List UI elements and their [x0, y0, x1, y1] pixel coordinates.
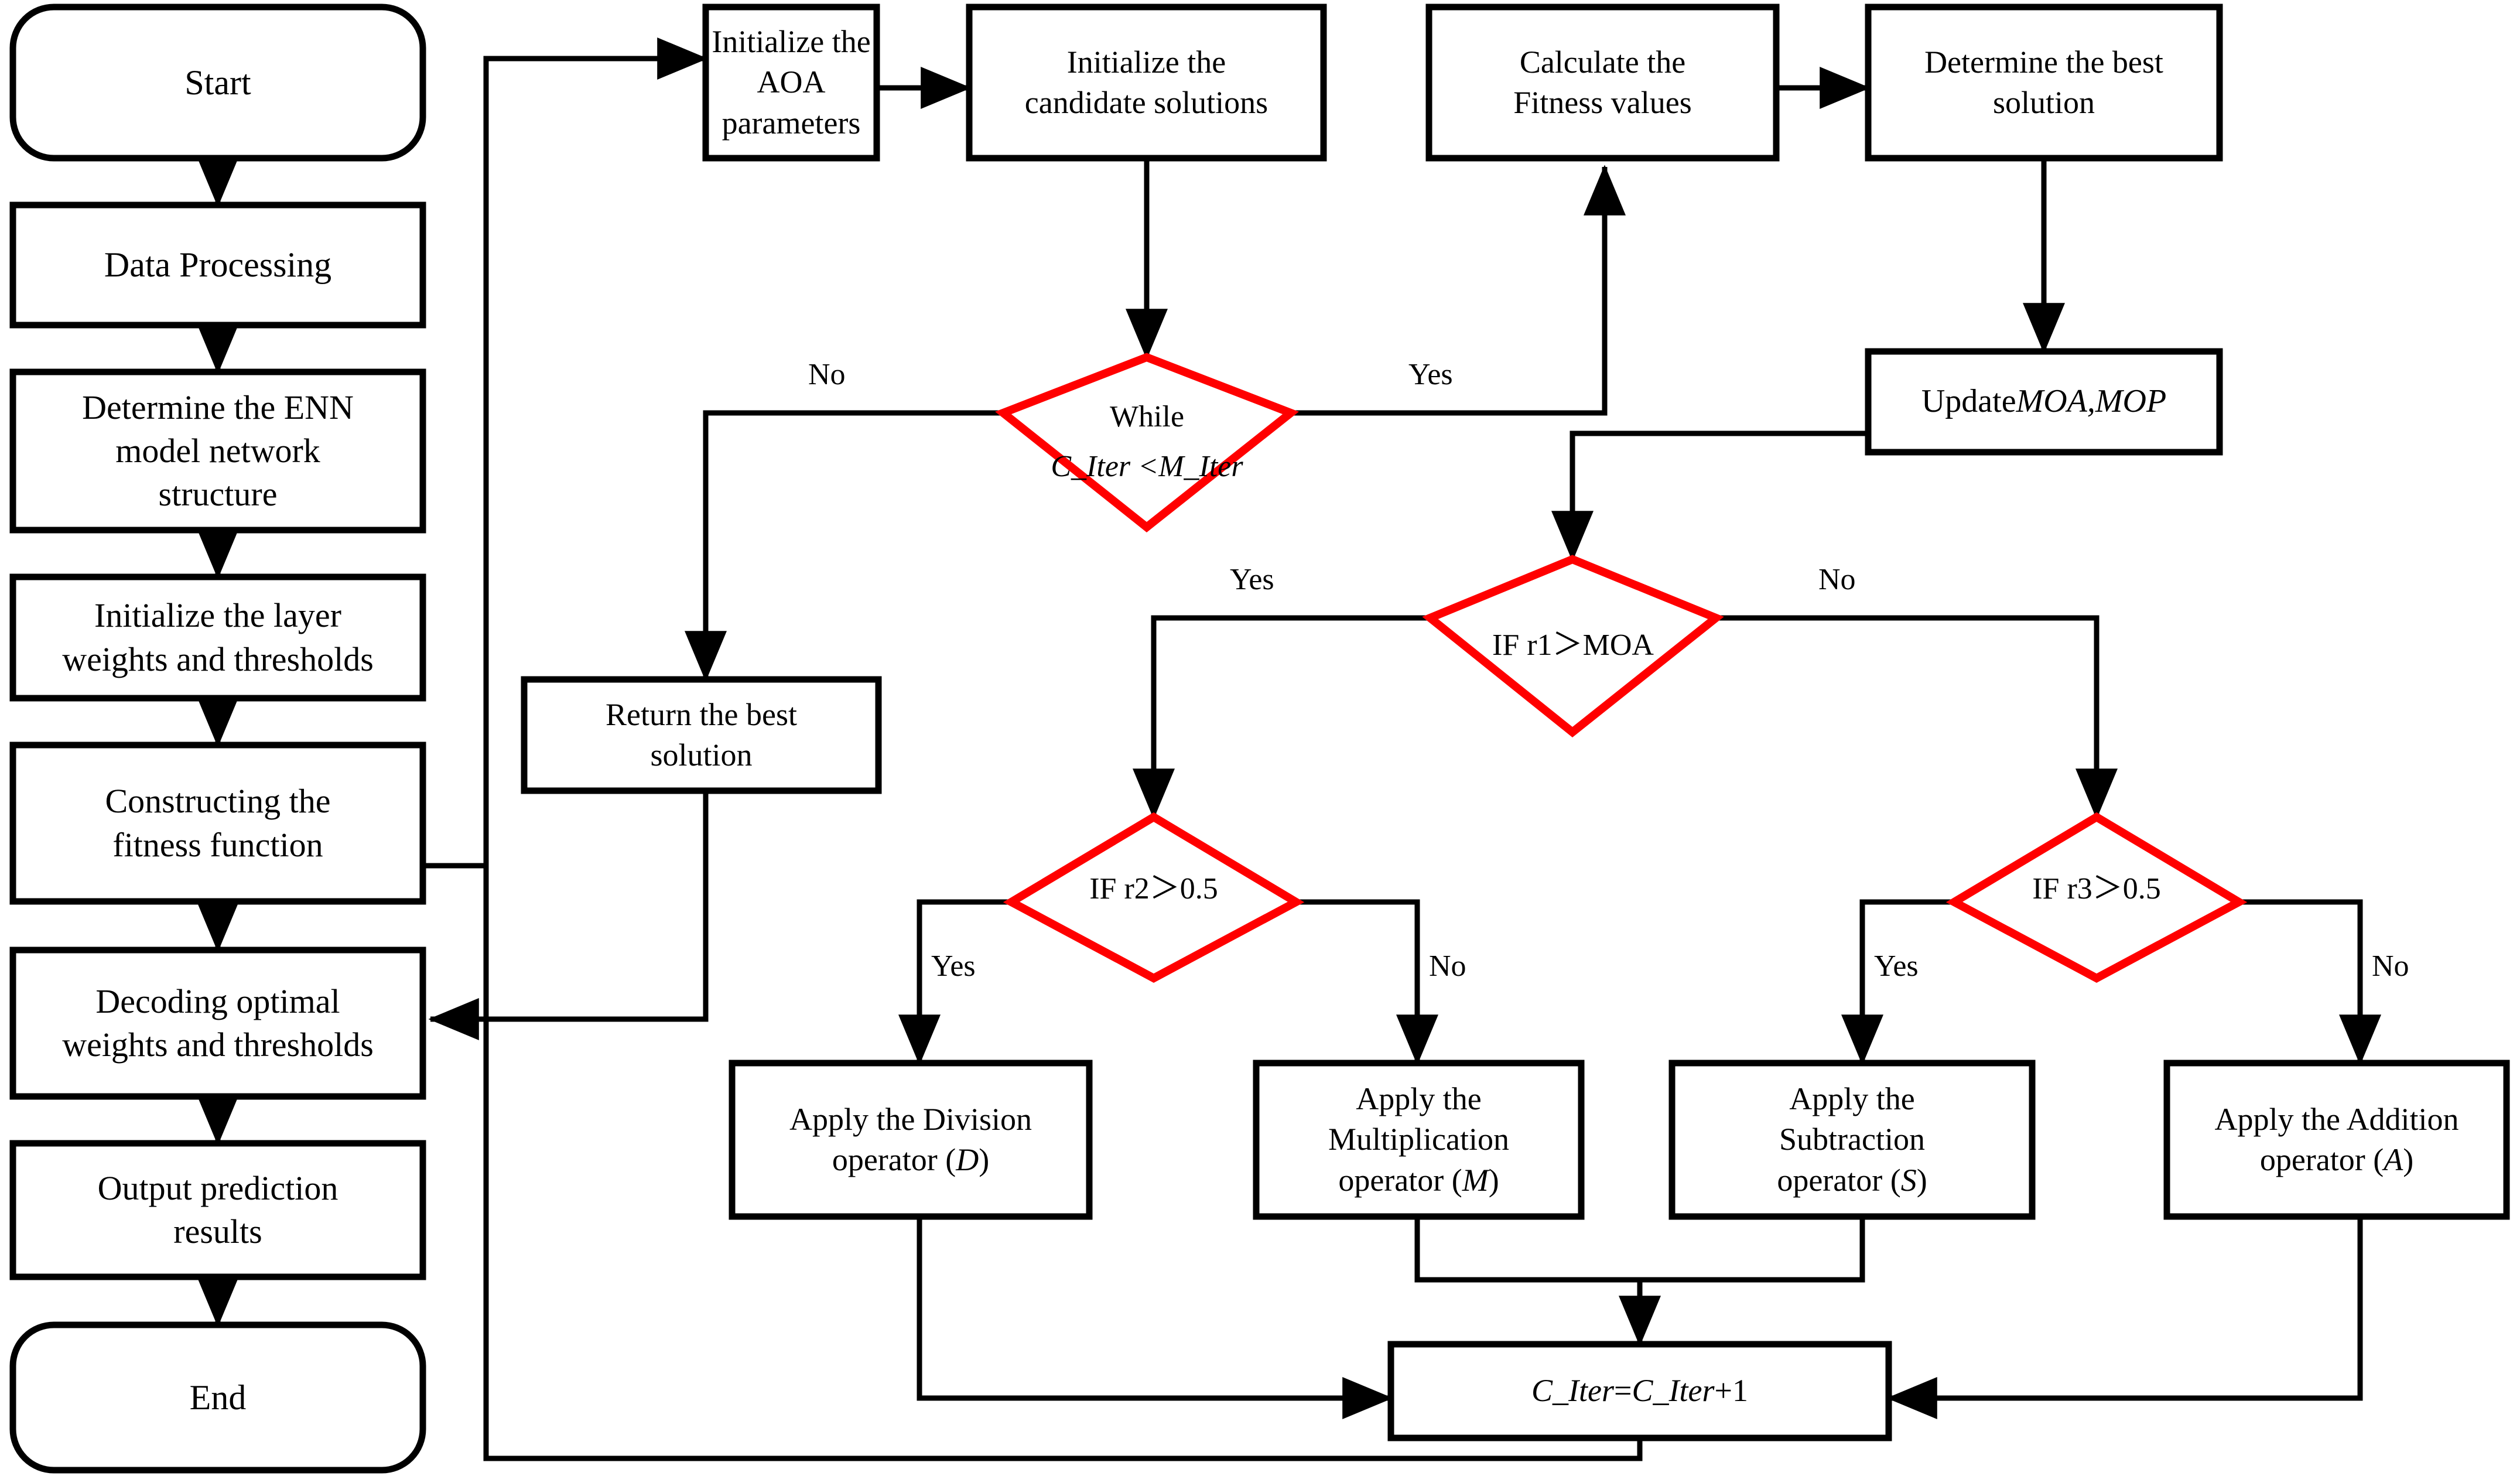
node-init-weights[interactable] [9, 573, 426, 702]
node-update-moa-mop[interactable] [1865, 348, 2223, 456]
node-while-iter[interactable] [995, 353, 1299, 532]
node-enn-structure[interactable] [9, 368, 426, 534]
edge-label-r2-no: No [1429, 949, 1466, 983]
node-increment-iter[interactable] [1387, 1341, 1892, 1441]
node-op-addition[interactable] [2163, 1060, 2510, 1220]
node-if-r3[interactable] [1945, 812, 2248, 983]
edge-label-r1-no: No [1818, 563, 1856, 596]
node-calc-fitness[interactable] [1425, 4, 1780, 162]
node-if-r1-moa[interactable] [1422, 555, 1724, 737]
node-output-results[interactable] [9, 1140, 426, 1280]
nodes-layer [9, 4, 2510, 1474]
node-data-processing[interactable] [9, 201, 426, 329]
node-return-best[interactable] [521, 676, 882, 794]
node-end[interactable] [9, 1321, 426, 1474]
edges-layer [197, 19, 2381, 1461]
node-start[interactable] [9, 4, 426, 162]
node-decoding[interactable] [9, 947, 426, 1100]
edge-label-while-no: No [808, 358, 846, 391]
node-op-division[interactable] [729, 1060, 1093, 1220]
edge-label-while-yes: Yes [1408, 358, 1453, 391]
node-init-aoa[interactable] [702, 4, 880, 162]
edge-label-r2-yes: Yes [931, 949, 976, 983]
node-op-subtraction[interactable] [1668, 1060, 2036, 1220]
edge-label-r3-no: No [2372, 949, 2409, 983]
node-op-multiplication[interactable] [1253, 1060, 1585, 1220]
node-fitness-function[interactable] [9, 742, 426, 905]
node-best-solution[interactable] [1865, 4, 2223, 162]
edge-label-r3-yes: Yes [1874, 949, 1919, 983]
edge-label-r1-yes: Yes [1230, 563, 1274, 596]
node-init-candidates[interactable] [966, 4, 1327, 162]
node-if-r2[interactable] [1003, 812, 1305, 983]
